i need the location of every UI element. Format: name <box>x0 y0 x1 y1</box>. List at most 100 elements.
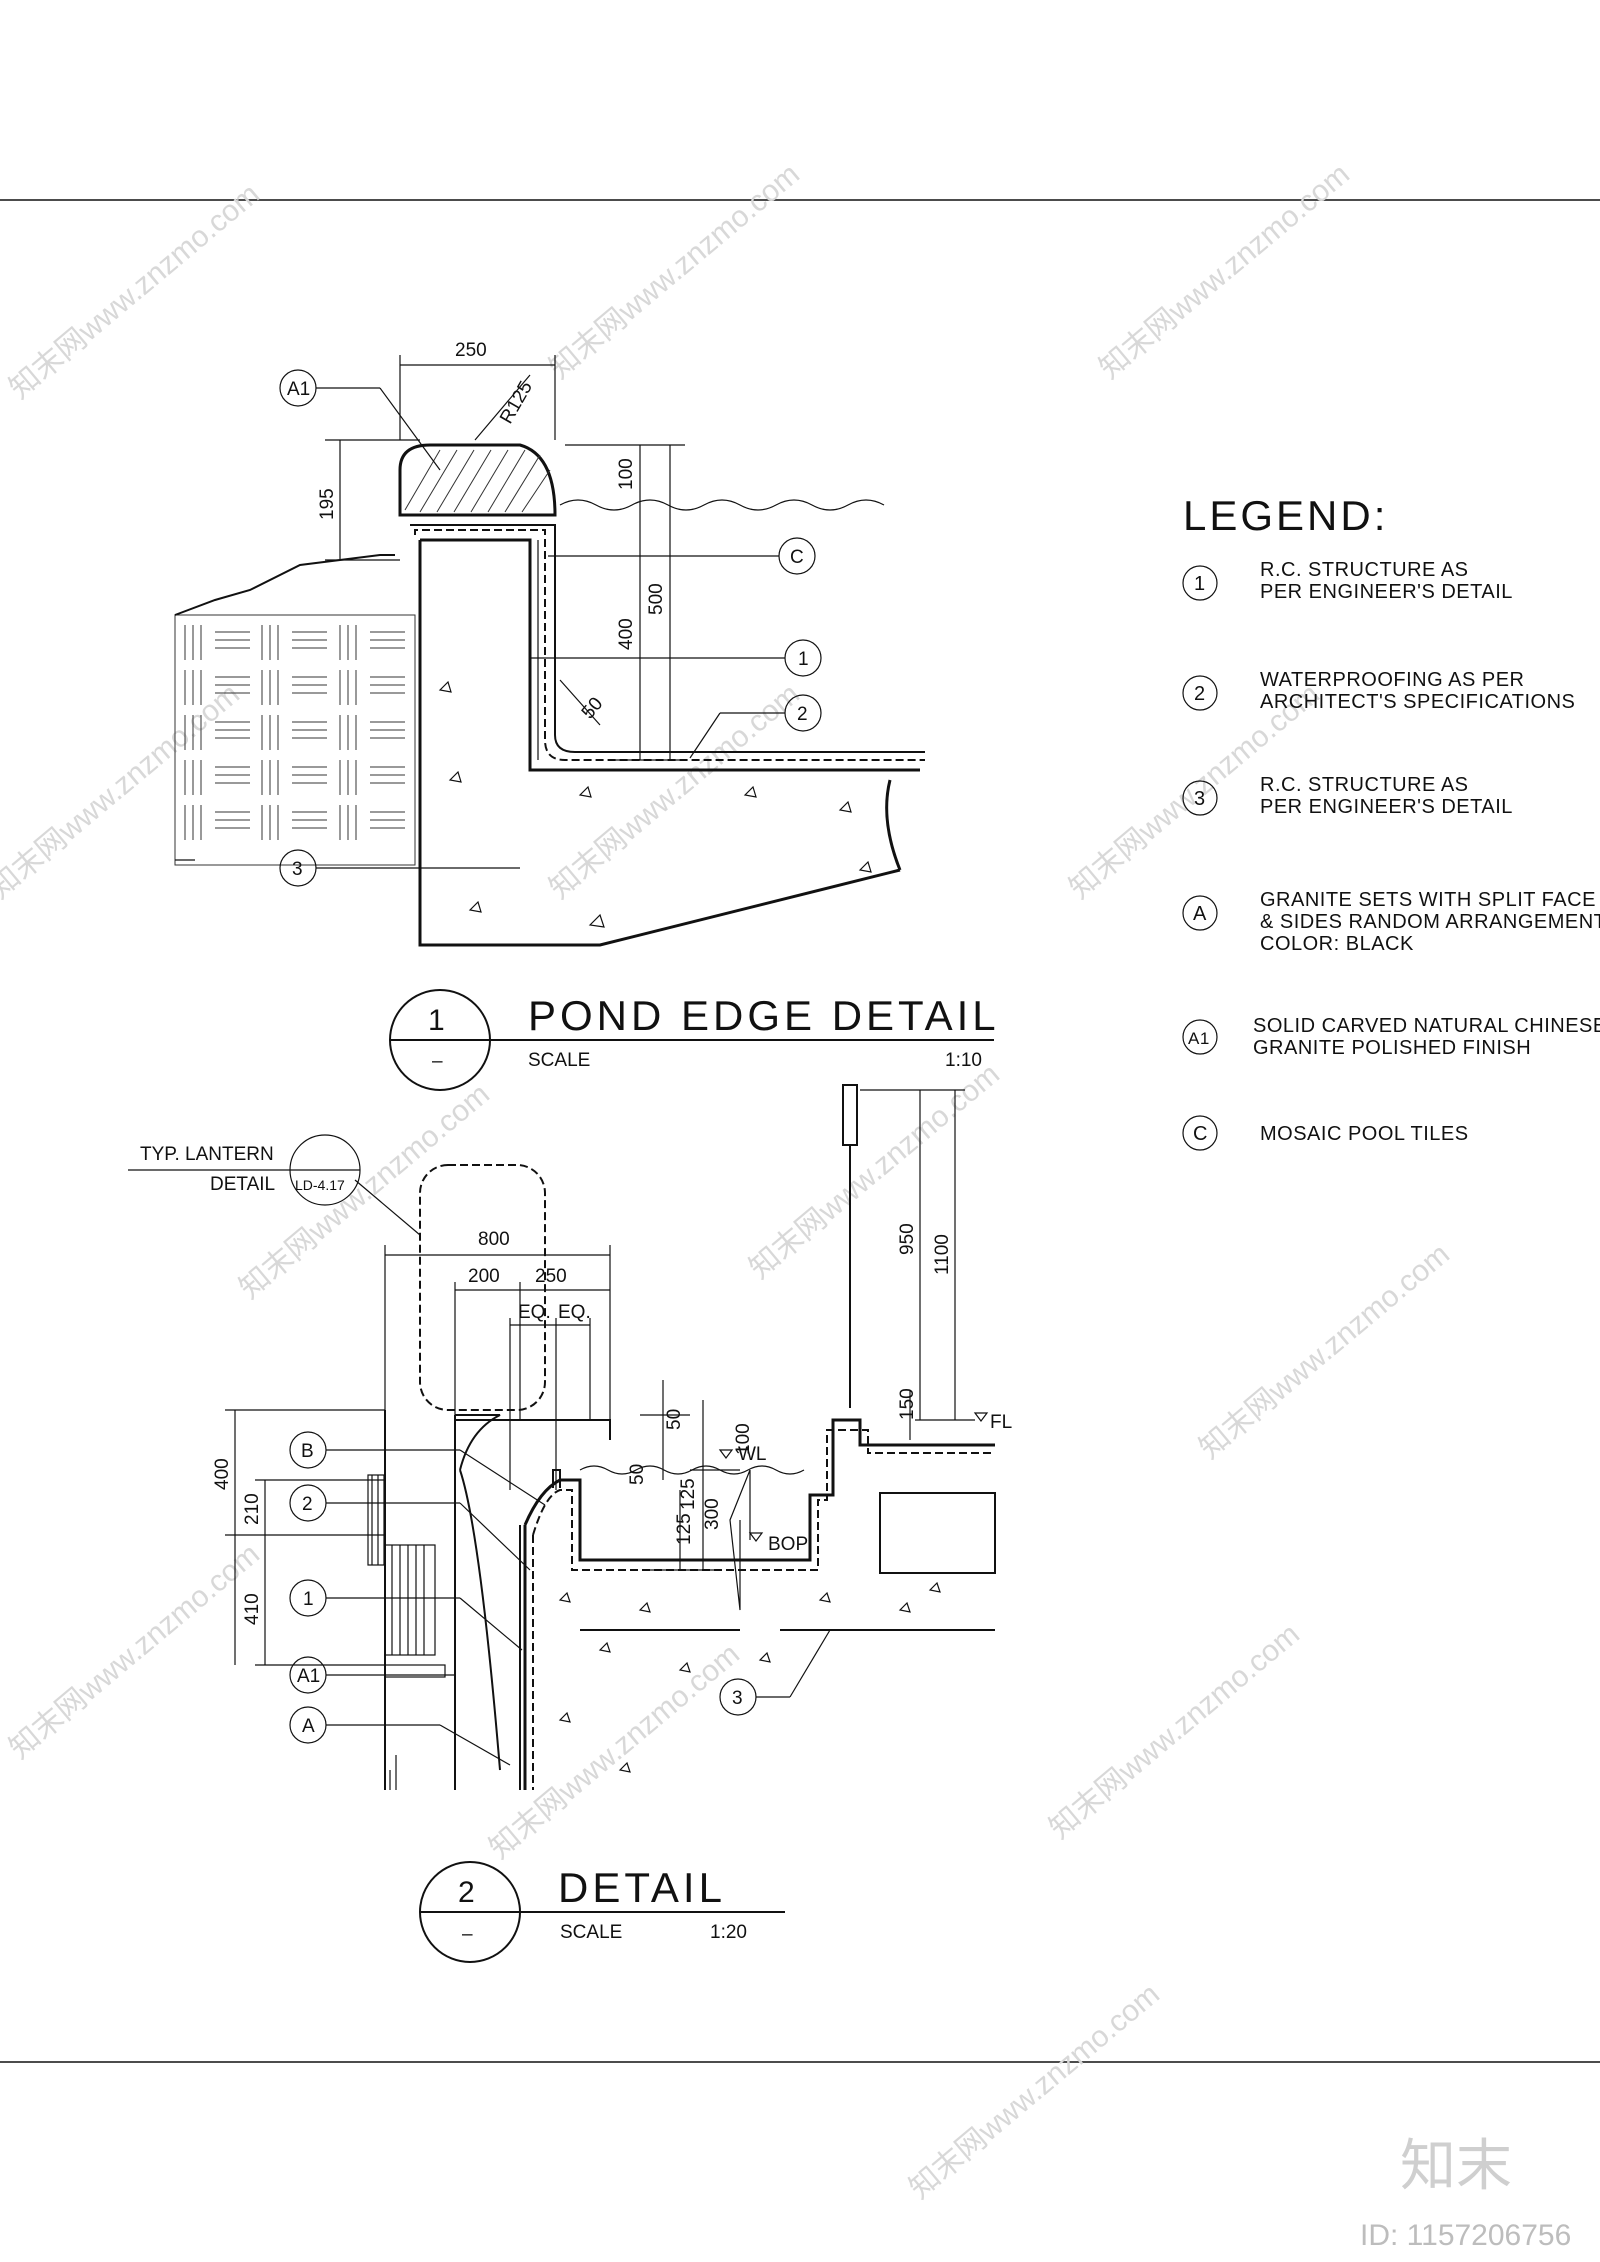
legend-line: ARCHITECT'S SPECIFICATIONS <box>1260 691 1575 713</box>
paving-hatch <box>174 614 416 866</box>
dim-250b: 250 <box>535 1266 567 1287</box>
legend-line: & SIDES RANDOM ARRANGEMENT <box>1260 911 1600 933</box>
legend-key: A1 <box>1188 1029 1210 1048</box>
level-bop: BOP <box>768 1534 808 1555</box>
legend-item: 1 R.C. STRUCTURE AS PER ENGINEER'S DETAI… <box>1182 559 1513 603</box>
legend-item: A GRANITE SETS WITH SPLIT FACE & SIDES R… <box>1182 889 1600 955</box>
dim-400: 400 <box>616 618 637 650</box>
lantern-post <box>842 1084 858 1408</box>
level-wl: WL <box>738 1444 767 1465</box>
callout-1: 1 <box>530 639 822 677</box>
granite-cladding <box>367 1474 446 1790</box>
dim-100: 100 <box>616 458 637 490</box>
detail-2-number: 2 <box>458 1876 479 1909</box>
dim-800: 800 <box>478 1229 510 1250</box>
pool-waterproof <box>532 1429 995 1790</box>
dim-50a: 50 <box>664 1409 685 1430</box>
detail-2-scale-label: SCALE <box>560 1922 622 1943</box>
callout-2: 2 <box>689 694 822 759</box>
detail-2-title: DETAIL <box>558 1864 726 1911</box>
level-markers: WL BOP FL <box>718 1412 1012 1555</box>
callout-2b-label: 2 <box>302 1494 313 1515</box>
detail-1-title-block: 1 – POND EDGE DETAIL SCALE 1:10 <box>389 989 1000 1091</box>
dim-100b: 100 <box>733 1423 754 1455</box>
callout-1b: 1 <box>289 1579 523 1651</box>
rc-wall <box>418 540 902 947</box>
dim-250: 250 <box>455 340 487 361</box>
dim-950: 950 <box>897 1223 918 1255</box>
detail-2-title-block: 2 – DETAIL SCALE 1:20 <box>419 1861 785 1963</box>
dim-300: 300 <box>702 1498 723 1530</box>
callout-1-label: 1 <box>798 649 809 670</box>
callout-a1: A1 <box>279 369 441 471</box>
water-surface <box>559 499 885 511</box>
watermark-text: 知末网www.znzmo.com <box>1093 158 1356 386</box>
detail-1-title: POND EDGE DETAIL <box>528 992 1000 1039</box>
legend-key: 1 <box>1194 573 1206 595</box>
coping-hatch <box>404 449 551 513</box>
legend-key: 3 <box>1194 788 1206 810</box>
callout-3: 3 <box>279 849 520 887</box>
pool-structure <box>523 1418 995 1790</box>
callout-3b: 3 <box>719 1629 831 1716</box>
dim-500: 500 <box>646 583 667 615</box>
brand-logo: 知末 <box>1400 2134 1512 2197</box>
legend-line: PER ENGINEER'S DETAIL <box>1260 796 1513 818</box>
detail-1-dimensions <box>325 355 685 761</box>
callout-3-label: 3 <box>292 859 303 880</box>
detail-2-sub: – <box>462 1924 473 1945</box>
detail-2-scale: 1:20 <box>710 1922 747 1943</box>
break-line <box>729 1469 751 1611</box>
legend-key: C <box>1193 1123 1208 1145</box>
lantern-ref-line2: DETAIL <box>210 1174 275 1195</box>
dim-50b: 50 <box>627 1464 648 1485</box>
lantern-ref-line1: TYP. LANTERN <box>140 1144 274 1165</box>
aggregate-marks <box>438 680 872 928</box>
detail-1-number: 1 <box>428 1004 449 1037</box>
dim-r125: R125 <box>496 378 537 428</box>
legend-key: 2 <box>1194 683 1206 705</box>
dim-150: 150 <box>897 1388 918 1420</box>
watermark-text: 知末网www.znzmo.com <box>743 1058 1006 1286</box>
dim-125a: 125 <box>674 1513 695 1545</box>
legend-line: GRANITE POLISHED FINISH <box>1253 1037 1531 1059</box>
dim-eq-2: EQ. <box>558 1302 591 1323</box>
watermark-text: 知末网www.znzmo.com <box>483 1638 746 1866</box>
legend-item: 2 WATERPROOFING AS PER ARCHITECT'S SPECI… <box>1182 669 1575 713</box>
dim-h410: 410 <box>242 1593 263 1625</box>
legend-line: SOLID CARVED NATURAL CHINESE <box>1253 1015 1600 1037</box>
callout-2-label: 2 <box>797 704 808 725</box>
callout-c: C <box>548 537 816 575</box>
waterproof-line <box>414 529 925 761</box>
dim-h210: 210 <box>242 1493 263 1525</box>
ground-profile <box>174 554 395 616</box>
callout-b-label: B <box>301 1441 314 1462</box>
detail-2-drawing: TYP. LANTERN DETAIL LD-4.17 <box>128 1084 1012 1963</box>
legend-line: PER ENGINEER'S DETAIL <box>1260 581 1513 603</box>
watermark-text: 知末网www.znzmo.com <box>903 1978 1166 2206</box>
callout-a1-label: A1 <box>287 379 310 400</box>
callout-a1b: A1 <box>289 1656 455 1694</box>
slab-void <box>879 1492 996 1574</box>
legend: LEGEND: 1 R.C. STRUCTURE AS PER ENGINEER… <box>1182 492 1600 1151</box>
dim-195: 195 <box>317 488 338 520</box>
left-wall <box>384 1410 611 1790</box>
legend-line: COLOR: BLACK <box>1260 933 1414 955</box>
level-fl: FL <box>990 1412 1012 1433</box>
legend-item: 3 R.C. STRUCTURE AS PER ENGINEER'S DETAI… <box>1182 774 1513 818</box>
dim-125b: 125 <box>678 1478 699 1510</box>
legend-line: R.C. STRUCTURE AS <box>1260 559 1469 581</box>
callout-1b-label: 1 <box>303 1589 314 1610</box>
detail-1-scale-label: SCALE <box>528 1050 590 1071</box>
watermark-text: 知末网www.znzmo.com <box>1193 1238 1456 1466</box>
lantern-reference: TYP. LANTERN DETAIL LD-4.17 <box>128 1134 421 1236</box>
image-id-label: ID: 1157206756 <box>1360 2219 1571 2252</box>
callout-2b: 2 <box>289 1484 531 1571</box>
callout-c-label: C <box>790 547 804 568</box>
granite-coping <box>398 443 557 517</box>
callout-a1b-label: A1 <box>297 1666 320 1687</box>
callout-ab: A <box>289 1706 511 1766</box>
dim-1100: 1100 <box>932 1234 953 1275</box>
legend-line: R.C. STRUCTURE AS <box>1260 774 1469 796</box>
